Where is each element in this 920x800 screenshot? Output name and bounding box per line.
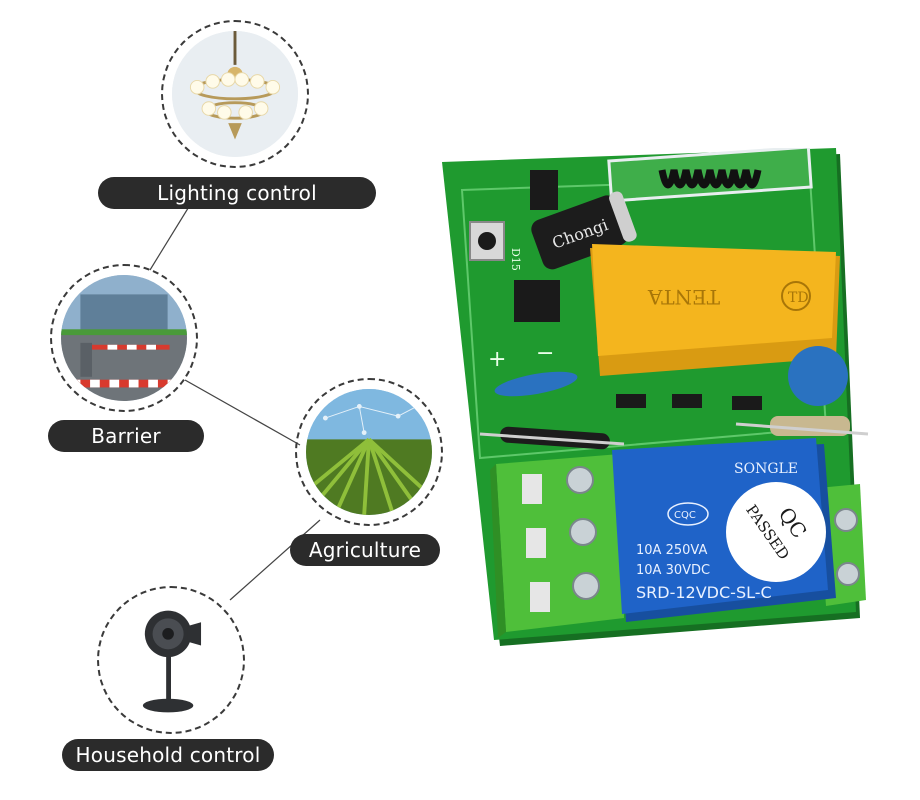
lighting-control-circle <box>161 20 309 168</box>
household-control-label: Household control <box>62 739 274 771</box>
plus-label: + <box>488 347 506 372</box>
smd-resistors <box>616 394 762 410</box>
agriculture-circle <box>295 378 443 526</box>
screw-terminal-left <box>490 454 624 638</box>
diode-leads <box>479 432 625 446</box>
parking-barrier-icon <box>61 275 187 401</box>
ceramic-capacitor-small <box>494 371 578 397</box>
blue-relay: SONGLE CQC 10A 250VA 10A 30VDC SRD-12VDC… <box>612 438 836 622</box>
household-control-circle <box>97 586 245 734</box>
agriculture-label: Agriculture <box>290 534 440 566</box>
lighting-control-label: Lighting control <box>98 177 376 209</box>
desk-fan-icon <box>108 597 234 723</box>
switch-label: D15 <box>509 248 522 271</box>
ceramic-capacitor-large <box>788 346 848 406</box>
minus-label: − <box>536 341 554 366</box>
yellow-relay-logo-ring <box>781 281 811 311</box>
connector-line <box>229 519 321 601</box>
connector-line <box>184 379 301 446</box>
cqc-mark: CQC <box>674 510 696 521</box>
yellow-relay: TENTA TD <box>590 244 840 376</box>
resistor-leads <box>735 422 869 436</box>
connector-line <box>149 204 191 271</box>
chandelier-icon <box>172 31 298 157</box>
relay-rating-2: 10A 30VDC <box>636 563 710 578</box>
cqc-mark-ring <box>667 502 709 526</box>
qc-sticker <box>726 482 826 582</box>
transistor-chip <box>514 280 560 322</box>
regulator-chip <box>530 170 558 210</box>
barrier-label: Barrier <box>48 420 204 452</box>
push-switch-button <box>478 232 496 250</box>
barrier-circle <box>50 264 198 412</box>
antenna-coil <box>658 169 762 189</box>
yellow-relay-brand: TENTA <box>647 285 720 309</box>
yellow-relay-logo: TD <box>788 290 809 306</box>
crop-field-icon <box>306 389 432 515</box>
relay-model: SRD-12VDC-SL-C <box>636 583 772 602</box>
relay-rating-1: 10A 250VA <box>636 543 707 558</box>
relay-module-board: D15 Chongi TENTA TD + − <box>442 148 869 646</box>
relay-brand: SONGLE <box>734 461 798 477</box>
